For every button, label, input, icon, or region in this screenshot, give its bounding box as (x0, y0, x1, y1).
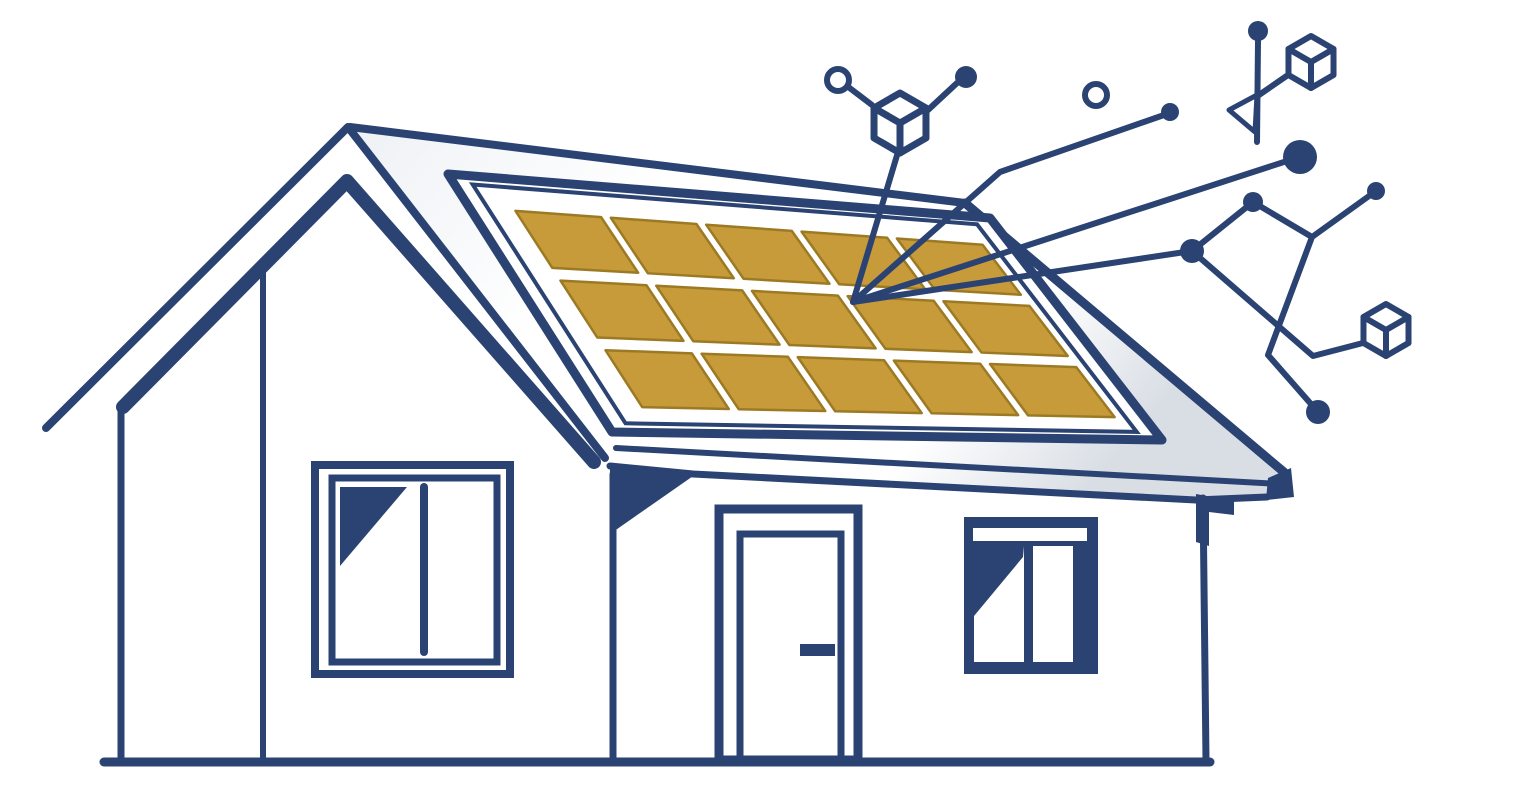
solar-panel-inner-frame (468, 182, 1141, 434)
dot-node-large (1283, 140, 1317, 174)
right-wall-step (1196, 494, 1234, 546)
right-window-right-pane (1033, 546, 1073, 662)
dot-node-mid (1243, 192, 1263, 212)
blockchain-cube-topright-edge-1 (1308, 46, 1337, 65)
ring-node-right (1082, 81, 1110, 109)
net-path-to-cube (1189, 248, 1366, 359)
solar-panel-cell-r2-c1 (559, 279, 685, 343)
roof-fascia-line (613, 445, 1284, 487)
dot-node-east (1367, 182, 1385, 200)
solar-panel-cell-r3-c1 (604, 348, 731, 411)
blockchain-cube-east-edge-1 (1383, 314, 1412, 333)
solar-panel-cell-r2-c4 (846, 294, 973, 354)
solar-panel-cell-r3-c5 (988, 362, 1116, 419)
left-window-inner-frame (328, 474, 501, 666)
solar-panel-cell-r2-c3 (750, 289, 877, 350)
dot-node-low (1306, 400, 1330, 424)
gable-inner-rafter (116, 174, 601, 469)
solar-panel-cell-r2-c5 (942, 300, 1069, 358)
flag-cube-link (1256, 72, 1291, 98)
solar-panel-cell-r3-c3 (796, 355, 923, 415)
gable-outer-edge (42, 123, 609, 462)
door-handle (800, 644, 835, 656)
fan-line-lower (850, 249, 1188, 305)
blockchain-cube-sensor-edge-1 (896, 104, 930, 127)
right-window-left-pane (974, 546, 1024, 662)
blockchain-cube-east-edge-2 (1360, 314, 1389, 333)
solar-panel-cell-r1-c3 (704, 223, 831, 285)
blockchain-cube-sensor-edge-2 (870, 104, 904, 127)
left-window-outer-frame (311, 461, 514, 678)
fan-line-middle (850, 158, 1290, 305)
solar-panel-cell-r3-c4 (892, 359, 1020, 417)
flag-triangle (1226, 92, 1260, 135)
right-window-top-slot (973, 528, 1087, 541)
fan-line-upper (850, 112, 1167, 305)
roof-tip-cap (1266, 468, 1294, 500)
ring-node-top (824, 66, 852, 94)
net-path-down (1265, 234, 1321, 415)
solar-panel-cell-r3-c2 (700, 352, 827, 413)
door-inner-frame (736, 530, 845, 764)
solar-panel-cell-r1-c2 (609, 216, 736, 280)
blockchain-cube-topright-edge-2 (1285, 46, 1314, 65)
link-cube-to-ring (844, 83, 875, 108)
left-window-reflection (340, 487, 407, 566)
eave-shadow-left (610, 464, 696, 534)
dot-node-upper (1161, 103, 1179, 121)
link-cube-to-panel (850, 149, 901, 305)
net-path-upper (1189, 188, 1379, 254)
roof-ridge-line (346, 123, 969, 207)
link-cube-to-dot (925, 80, 960, 113)
dot-node-flag-top (1248, 21, 1268, 41)
dot-node-sensor (955, 66, 977, 88)
solar-panel-cell-r2-c2 (654, 284, 781, 346)
solar-panel-cell-r1-c1 (514, 209, 640, 274)
dot-node-hub (1180, 239, 1204, 263)
